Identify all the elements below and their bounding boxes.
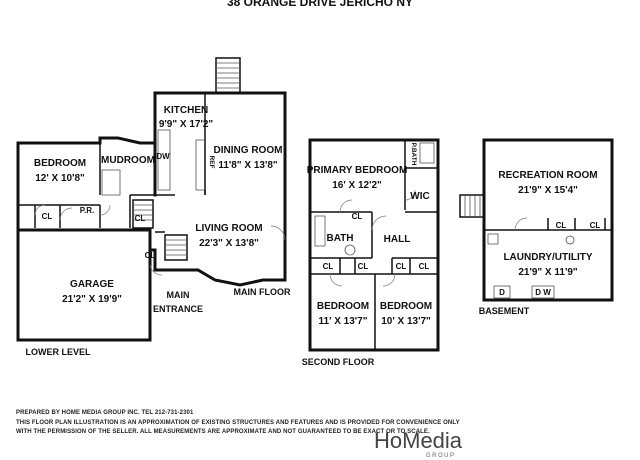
stairs-basement [459,194,485,218]
closet-label: CL [145,251,156,260]
closet-label: CL [590,221,601,230]
closet-label: CL [556,221,567,230]
bedroom-lower-dims: 12' X 10'8" [35,173,85,184]
stairs-top [215,57,241,94]
closet-label: CL [323,262,334,271]
dryer-label: D [499,288,505,297]
closet-label: CL [352,212,363,221]
recreation-room-label: RECREATION ROOM [498,170,597,181]
closet-label: CL [419,262,430,271]
kitchen-dims: 9'9" X 17'2" [159,119,214,130]
powder-room-label: P.R. [80,206,95,215]
walk-in-closet-label: WIC [410,191,429,202]
living-room-dims: 22'3" X 13'8" [199,238,259,249]
svg-text:HoMedia: HoMedia [374,428,463,453]
closet-label: CL [42,212,53,221]
main-floor-label: MAIN FLOOR [234,287,291,297]
bath-label: BATH [326,233,353,244]
svg-text:GROUP: GROUP [426,453,456,459]
floor-plan: 38 ORANGE DRIVE JERICHO NY [16,0,614,367]
lower-level-label: LOWER LEVEL [26,347,92,357]
hall-label: HALL [384,234,411,245]
second-floor-plan: PRIMARY BEDROOM 16' X 12'2" P.BATH WIC C… [302,138,440,367]
second-floor-label: SECOND FLOOR [302,357,375,367]
bedroom-2a-dims: 11' X 13'7" [319,316,368,327]
living-room-label: LIVING ROOM [195,223,262,234]
dining-room-label: DINING ROOM [214,145,283,156]
stairs-lower [132,199,154,229]
closet-label: CL [396,262,407,271]
footer-prepared-by: PREPARED BY HOME MEDIA GROUP INC. TEL 21… [16,410,194,416]
primary-bedroom-label: PRIMARY BEDROOM [307,165,408,176]
washer-dryer-label: D W [535,288,551,297]
dining-room-dims: 11'8" X 13'8" [218,160,278,171]
basement-label: BASEMENT [479,306,530,316]
plan-title: 38 ORANGE DRIVE JERICHO NY [227,0,413,9]
bedroom-lower-label: BEDROOM [34,158,86,169]
footer-disclaimer-2: WITH THE PERMISSION OF THE SELLER. ALL M… [16,429,430,435]
closet-label: CL [358,262,369,271]
closet-label: CL [135,214,146,223]
dishwasher-label: DW [156,152,170,161]
mudroom-label: MUDROOM [101,155,155,166]
footer-disclaimer: THIS FLOOR PLAN ILLUSTRATION IS AN APPRO… [16,420,460,426]
bedroom-2b-label: BEDROOM [380,301,432,312]
primary-bath-label: P.BATH [410,143,417,166]
basement-plan: RECREATION ROOM 21'9" X 15'4" CL CL LAUN… [459,138,614,316]
lower-main-floor-plan: BEDROOM 12' X 10'8" MUDROOM GARAGE 21'2"… [16,57,291,357]
home-media-logo: HoMedia GROUP [374,428,463,459]
refrigerator-label: REF [208,156,215,169]
bedroom-2b-dims: 10' X 13'7" [381,316,431,327]
garage-dims: 21'2" X 19'9" [62,294,122,305]
kitchen-label: KITCHEN [164,105,208,116]
main-entrance-label: ENTRANCE [153,304,203,314]
laundry-label: LAUNDRY/UTILITY [503,252,592,263]
laundry-dims: 21'9" X 11'9" [518,267,578,278]
primary-bedroom-dims: 16' X 12'2" [332,180,382,191]
main-entrance-label: MAIN [167,290,190,300]
garage-label: GARAGE [70,279,114,290]
bedroom-2a-label: BEDROOM [317,301,369,312]
stairs-entry [164,234,188,261]
recreation-room-dims: 21'9" X 15'4" [518,185,578,196]
